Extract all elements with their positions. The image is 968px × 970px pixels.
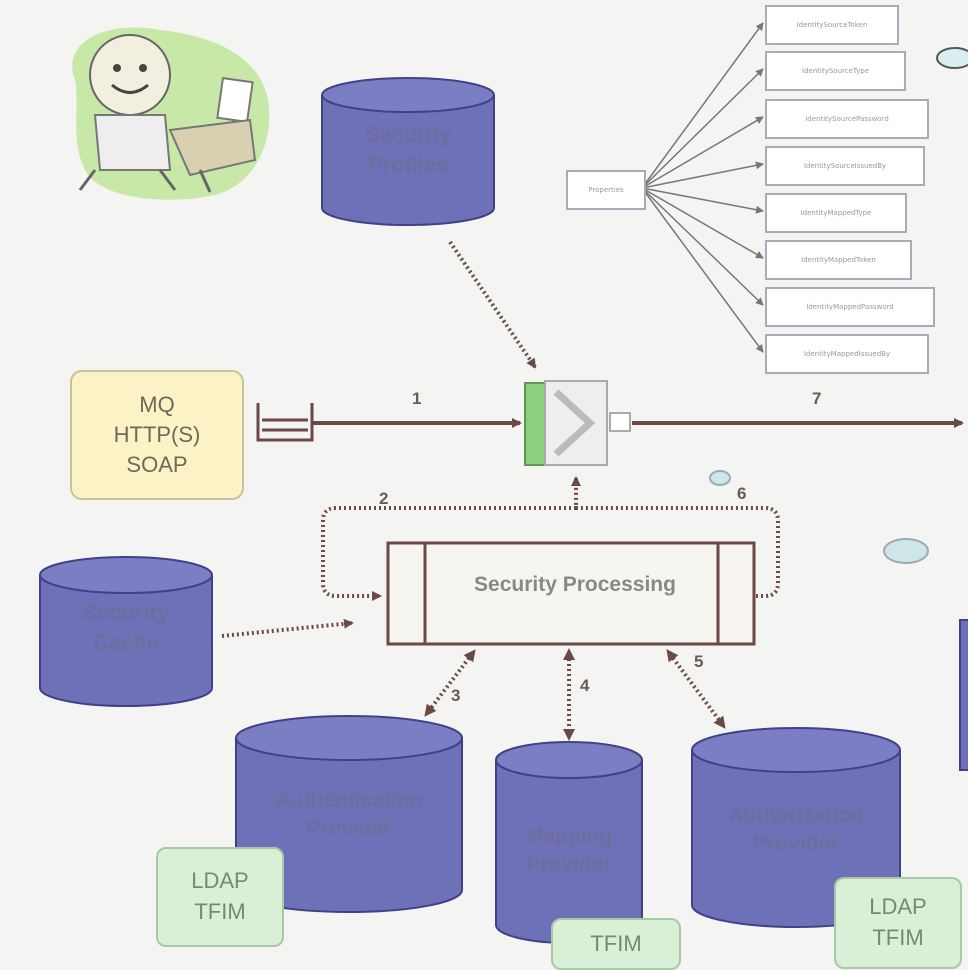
step-5-label: 5 <box>694 652 704 671</box>
identity-property-box: IdentitySourcePassword <box>765 99 929 139</box>
small-node-top-right <box>936 47 968 69</box>
step-2-label: 2 <box>379 489 389 508</box>
small-node-right <box>883 538 929 564</box>
mapping-tag: TFIM <box>551 918 681 970</box>
security-profiles-cylinder <box>321 77 495 226</box>
arrow-step-3 <box>424 649 476 717</box>
cartoon-developer-illustration <box>72 27 270 200</box>
enforcement-node-icon <box>524 380 631 466</box>
protocol-soap: SOAP <box>126 451 188 477</box>
arrow-step-6 <box>571 476 780 598</box>
step-3-label: 3 <box>451 686 461 705</box>
arrow-profiles-to-node <box>448 240 537 369</box>
step-7-label: 7 <box>812 389 822 408</box>
queue-icon <box>256 403 314 442</box>
arrow-step-2 <box>321 506 576 601</box>
step-1-label: 1 <box>412 389 422 408</box>
identity-property-box: IdentitySourceType <box>765 51 906 91</box>
security-processing-box <box>386 541 756 646</box>
identity-property-box: IdentityMappedIssuedBy <box>765 334 929 374</box>
protocol-mq: MQ <box>139 392 175 418</box>
step-6-label: 6 <box>737 484 747 503</box>
arrow-cache-to-processing <box>221 618 354 638</box>
protocols-box: MQ HTTP(S) SOAP <box>70 370 244 500</box>
properties-box: Properties <box>566 170 646 210</box>
property-fan-line <box>641 187 764 353</box>
property-fan-line <box>641 116 764 189</box>
properties-fan-arrows <box>641 22 764 353</box>
property-fan-line <box>641 68 764 189</box>
partial-cylinder-right <box>959 619 968 771</box>
identity-property-box: IdentityMappedToken <box>765 240 912 280</box>
property-fan-line <box>641 187 764 306</box>
protocol-https: HTTP(S) <box>113 422 201 448</box>
property-fan-line <box>641 187 764 214</box>
small-node-center <box>709 470 731 486</box>
identity-property-box: IdentitySourceToken <box>765 5 899 45</box>
identity-property-box: IdentityMappedType <box>765 193 907 233</box>
mapping-provider-cylinder <box>495 741 643 944</box>
step-4-label: 4 <box>580 676 590 695</box>
identity-property-box: IdentityMappedPassword <box>765 287 935 327</box>
identity-property-box: IdentitySourceIssuedBy <box>765 146 925 186</box>
property-fan-line <box>641 187 764 259</box>
security-cache-cylinder <box>39 556 213 707</box>
property-fan-line <box>641 161 764 189</box>
property-fan-line <box>641 22 764 189</box>
security-processing-label: Security Processing <box>474 573 676 596</box>
